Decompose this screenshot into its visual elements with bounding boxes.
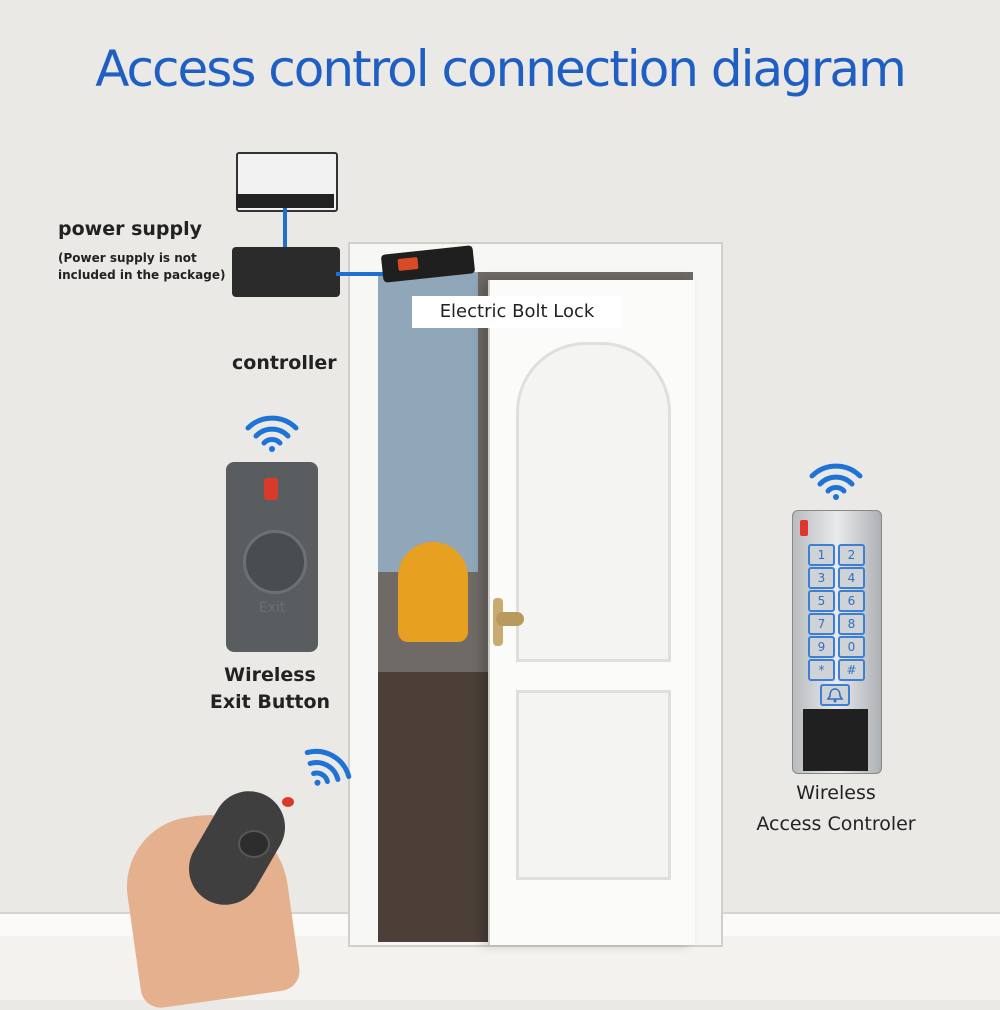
keypad-key[interactable]: * xyxy=(808,659,835,681)
wifi-icon xyxy=(809,463,863,500)
controller-unit xyxy=(232,247,340,297)
wifi-icon xyxy=(245,415,299,452)
remote-button xyxy=(238,830,270,858)
power-supply-base xyxy=(236,194,334,208)
keypad-key[interactable]: 4 xyxy=(838,567,865,589)
keypad-key[interactable]: 5 xyxy=(808,590,835,612)
keypad-key[interactable]: 8 xyxy=(838,613,865,635)
keypad-led xyxy=(800,520,808,536)
wifi-icon xyxy=(304,748,352,786)
power-note-line1: (Power supply is not xyxy=(58,251,197,265)
lock-indicator xyxy=(397,256,419,272)
remote-led xyxy=(282,797,294,807)
door-leaf xyxy=(488,280,695,945)
keypad-key[interactable]: # xyxy=(838,659,865,681)
door-upper-panel xyxy=(516,342,671,662)
exit-button-label-line1: Wireless xyxy=(224,664,316,686)
electric-bolt-lock-label: Electric Bolt Lock xyxy=(412,296,622,328)
wire-controller-lock xyxy=(336,272,384,276)
card-reader-area xyxy=(803,709,868,771)
power-supply-label: power supply xyxy=(58,218,203,240)
keypad-key[interactable]: 1 xyxy=(808,544,835,566)
door-handle xyxy=(496,612,524,626)
bell-icon xyxy=(820,684,850,706)
room-floor xyxy=(378,672,498,942)
orange-chair xyxy=(398,542,468,642)
door-lower-panel xyxy=(516,690,671,880)
exit-button-label-line2: Exit Button xyxy=(209,691,331,713)
wire-psu-controller xyxy=(283,208,287,248)
controller-label: controller xyxy=(232,352,337,374)
keypad-key[interactable]: 9 xyxy=(808,636,835,658)
access-controller-label-line2: Access Controler xyxy=(756,813,916,835)
exit-button-face-text: Exit xyxy=(258,600,286,616)
access-controller-label-line1: Wireless xyxy=(796,782,876,804)
power-note-line2: included in the package) xyxy=(58,268,226,282)
keypad-key[interactable]: 7 xyxy=(808,613,835,635)
keypad-key[interactable]: 6 xyxy=(838,590,865,612)
exit-button-led xyxy=(264,478,278,500)
keypad-key[interactable]: 2 xyxy=(838,544,865,566)
exit-push-button xyxy=(243,530,307,594)
keypad-key[interactable]: 0 xyxy=(838,636,865,658)
page-title: Access control connection diagram xyxy=(95,40,907,98)
keypad-key[interactable]: 3 xyxy=(808,567,835,589)
